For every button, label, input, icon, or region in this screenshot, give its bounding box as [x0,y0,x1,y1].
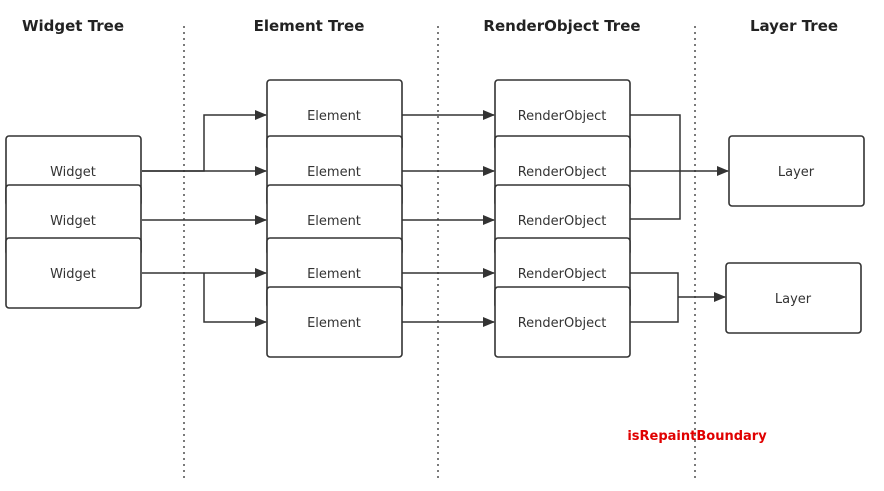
layer-node: Layer [728,135,865,207]
widget-node-label: Widget [50,267,96,282]
element-tree-heading: Element Tree [254,17,365,35]
element-node-label: Element [307,267,361,282]
repaint-boundary-annotation: isRepaintBoundary [627,429,767,444]
element-node-label: Element [307,109,361,124]
element-node-label: Element [307,316,361,331]
element-node-label: Element [307,214,361,229]
render-object-tree-heading: RenderObject Tree [483,17,640,35]
widget-node-label: Widget [50,165,96,180]
render-object-node: RenderObject [494,286,631,358]
render-object-node-label: RenderObject [518,214,607,229]
widget-node-label: Widget [50,214,96,229]
element-node: Element [266,286,403,358]
render-object-node-label: RenderObject [518,316,607,331]
layer-node-label: Layer [775,292,812,307]
widget-tree-heading: Widget Tree [22,17,124,35]
layer-node: Layer [725,262,862,334]
connector-widget3-element5 [203,273,267,327]
connector-widget1-element1 [142,110,267,172]
element-node-label: Element [307,165,361,180]
render-object-node-label: RenderObject [518,267,607,282]
connector-renderobject-group2-bracket [630,272,679,323]
connector-renderobject-group1-bracket [630,114,681,220]
layer-tree-heading: Layer Tree [750,17,838,35]
render-object-node-label: RenderObject [518,109,607,124]
render-object-node: RenderObject [494,79,631,151]
layer-node-label: Layer [778,165,815,180]
widget-node: Widget [5,237,142,309]
render-object-node-label: RenderObject [518,165,607,180]
